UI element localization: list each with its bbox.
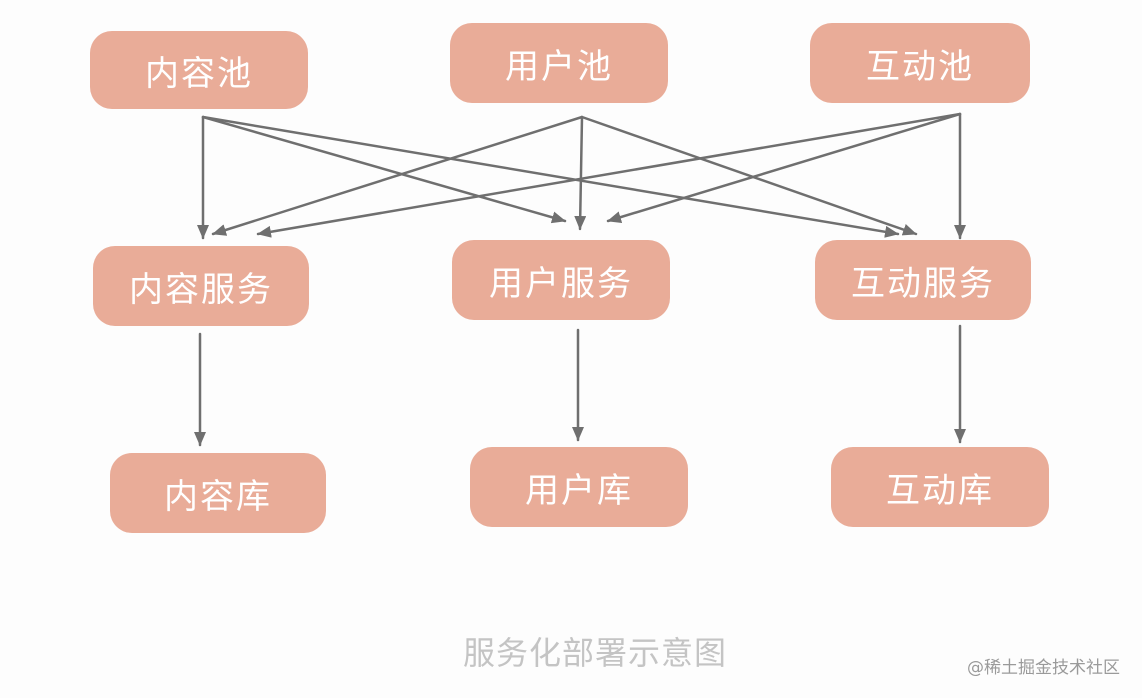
arrow-content-pool-to-interaction-service bbox=[201, 115, 900, 238]
user-pool-label: 用户池 bbox=[505, 46, 613, 87]
arrow-user-pool-to-interaction-service bbox=[580, 115, 918, 236]
diagram-caption: 服务化部署示意图 bbox=[462, 634, 727, 672]
content-db-label: 内容库 bbox=[164, 476, 272, 517]
content-pool-node: 内容池 bbox=[90, 31, 308, 109]
interaction-service-label: 互动服务 bbox=[851, 263, 995, 304]
content-db-node: 内容库 bbox=[110, 453, 326, 533]
user-db-label: 用户库 bbox=[525, 470, 633, 511]
content-service-node: 内容服务 bbox=[93, 246, 309, 326]
interaction-service-node: 互动服务 bbox=[815, 240, 1031, 320]
content-pool-label: 内容池 bbox=[145, 53, 253, 94]
interaction-db-label: 互动库 bbox=[886, 470, 994, 511]
watermark: @稀土掘金技术社区 bbox=[967, 658, 1120, 678]
user-pool-node: 用户池 bbox=[450, 23, 668, 103]
user-db-node: 用户库 bbox=[470, 447, 688, 527]
interaction-pool-node: 互动池 bbox=[810, 23, 1030, 103]
arrow-content-pool-to-user-service bbox=[201, 115, 567, 224]
interaction-pool-label: 互动池 bbox=[866, 46, 974, 87]
user-service-node: 用户服务 bbox=[452, 240, 670, 320]
content-service-label: 内容服务 bbox=[129, 269, 273, 310]
user-service-label: 用户服务 bbox=[489, 263, 633, 304]
interaction-db-node: 互动库 bbox=[831, 447, 1049, 527]
arrow-interaction-pool-to-user-service bbox=[606, 112, 962, 223]
arrow-user-pool-to-content-service bbox=[211, 115, 584, 236]
arrow-user-pool-to-user-service bbox=[574, 115, 587, 231]
arrow-interaction-pool-to-content-service bbox=[256, 112, 962, 238]
